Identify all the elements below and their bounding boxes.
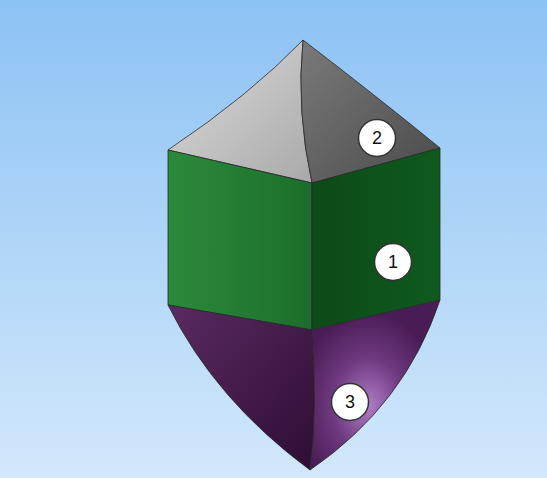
callout-number: 1 xyxy=(388,252,398,273)
callout-circle: 3 xyxy=(330,382,370,422)
middle-right-face xyxy=(312,148,440,330)
callout-circle: 1 xyxy=(373,242,413,282)
bottom-right-face xyxy=(310,300,440,470)
callout-circle: 2 xyxy=(357,118,397,158)
callout-number: 2 xyxy=(372,128,382,149)
callout-number: 3 xyxy=(345,392,355,413)
callout-circle-shape xyxy=(375,244,412,281)
middle-left-face xyxy=(168,150,312,330)
callout-circle-shape xyxy=(332,384,369,421)
bottom-left-face xyxy=(168,305,315,470)
callout-circle-shape xyxy=(359,120,396,157)
